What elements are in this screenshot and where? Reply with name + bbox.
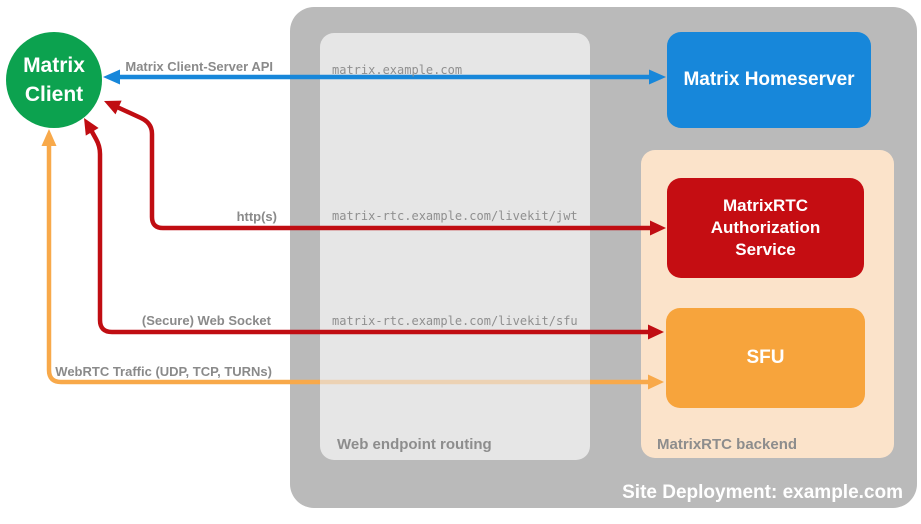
matrixrtc-backend-label: MatrixRTC backend <box>657 436 798 453</box>
matrix-client-label-line1: Matrix <box>23 54 85 77</box>
webrtc-arrowhead-client <box>41 129 57 146</box>
endpoint-url-livekit-jwt: matrix-rtc.example.com/livekit/jwt <box>332 209 578 223</box>
matrix-client-label-line2: Client <box>24 83 84 106</box>
auth-service-label-line3: Service <box>735 240 796 259</box>
endpoint-url-homeserver: matrix.example.com <box>332 63 463 77</box>
site-deployment-label: Site Deployment: example.com <box>622 482 903 503</box>
matrixrtc-authorization-service-node: MatrixRTC Authorization Service <box>667 178 864 278</box>
auth-service-label-line1: MatrixRTC <box>722 196 808 215</box>
matrix-homeserver-label: Matrix Homeserver <box>683 69 855 90</box>
webrtc-arrow-label: WebRTC Traffic (UDP, TCP, TURNs) <box>55 364 272 379</box>
matrix-client-node: Matrix Client <box>6 32 102 128</box>
websocket-arrowhead-client <box>84 118 99 136</box>
sfu-label: SFU <box>746 347 785 368</box>
cs-api-arrow-label: Matrix Client-Server API <box>125 59 273 74</box>
endpoint-url-livekit-sfu: matrix-rtc.example.com/livekit/sfu <box>332 314 578 328</box>
https-arrowhead-client <box>104 100 122 115</box>
web-endpoint-routing-container <box>320 33 590 460</box>
auth-service-label-line2: Authorization <box>710 218 821 237</box>
https-arrow-label: http(s) <box>236 209 277 224</box>
websocket-arrow-label: (Secure) Web Socket <box>141 313 271 328</box>
matrix-homeserver-node: Matrix Homeserver <box>667 32 871 128</box>
web-endpoint-routing-label: Web endpoint routing <box>337 436 492 453</box>
cs-api-arrowhead-left <box>103 69 120 85</box>
webrtc-arrow <box>46 144 320 385</box>
sfu-node: SFU <box>666 308 865 408</box>
